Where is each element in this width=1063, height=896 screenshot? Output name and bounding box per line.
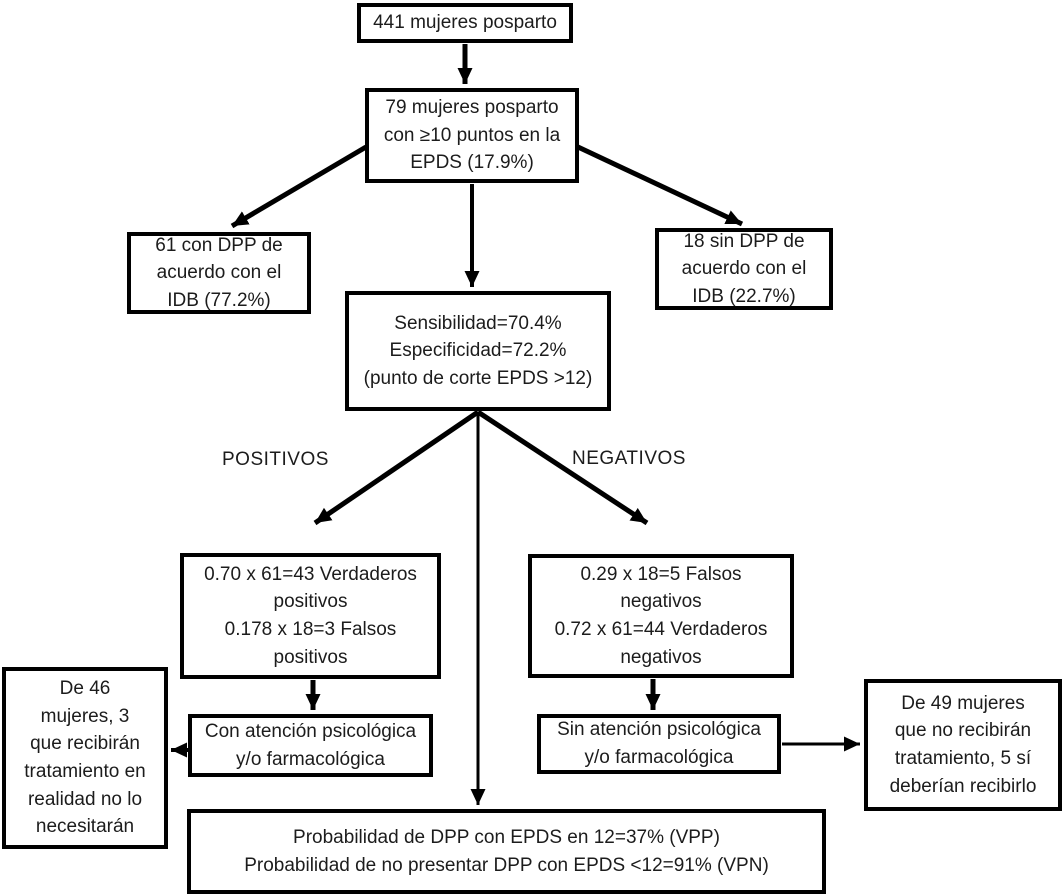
arrow-screened-to-withoutdpp	[576, 144, 744, 227]
node-without-care-text: Sin atención psicológica y/o farmacológi…	[557, 719, 761, 768]
node-total-women: 441 mujeres posparto	[357, 3, 573, 43]
node-with-care-text: Con atención psicológica y/o farmacológi…	[204, 720, 417, 770]
node-without-dpp-text: 18 sin DPP de acuerdo con el IDB (22.7%)	[681, 230, 807, 307]
node-epds-screened: 79 mujeres posparto con ≥10 puntos en la…	[365, 88, 579, 183]
node-false-true-negatives-text: 0.29 x 18=5 Falsos negativos 0.72 x 61=4…	[554, 563, 768, 668]
node-true-false-positives: 0.70 x 61=43 Verdaderos positivos 0.178 …	[180, 553, 441, 679]
branch-label-negatives: NEGATIVOS	[572, 448, 686, 469]
node-with-dpp: 61 con DPP de acuerdo con el IDB (77.2%)	[127, 232, 311, 314]
node-undertreated: De 49 mujeres que no recibirán tratamien…	[864, 679, 1062, 811]
node-predictive-values-text: Probabilidad de DPP con EPDS en 12=37% (…	[244, 826, 769, 876]
node-epds-screened-text: 79 mujeres posparto con ≥10 puntos en la…	[383, 97, 561, 174]
branch-label-positives: POSITIVOS	[222, 449, 329, 470]
node-with-dpp-text: 61 con DPP de acuerdo con el IDB (77.2%)	[155, 234, 283, 311]
node-total-women-text: 441 mujeres posparto	[373, 12, 557, 34]
node-true-false-positives-text: 0.70 x 61=43 Verdaderos positivos 0.178 …	[204, 563, 417, 668]
node-sensitivity-specificity-text: Sensibilidad=70.4% Especificidad=72.2% (…	[363, 312, 593, 389]
node-with-care: Con atención psicológica y/o farmacológi…	[188, 714, 433, 777]
node-predictive-values: Probabilidad de DPP con EPDS en 12=37% (…	[187, 809, 826, 894]
arrow-screened-to-withdpp	[230, 144, 368, 229]
node-without-dpp: 18 sin DPP de acuerdo con el IDB (22.7%)	[655, 228, 833, 310]
node-sensitivity-specificity: Sensibilidad=70.4% Especificidad=72.2% (…	[345, 291, 611, 411]
node-false-true-negatives: 0.29 x 18=5 Falsos negativos 0.72 x 61=4…	[528, 554, 794, 678]
node-without-care: Sin atención psicológica y/o farmacológi…	[537, 714, 781, 774]
arrow-sensspec-to-positives	[313, 409, 480, 526]
node-overtreated-text: De 46 mujeres, 3 que recibirán tratamien…	[24, 678, 146, 838]
node-undertreated-text: De 49 mujeres que no recibirán tratamien…	[889, 692, 1037, 797]
node-overtreated: De 46 mujeres, 3 que recibirán tratamien…	[2, 667, 168, 849]
